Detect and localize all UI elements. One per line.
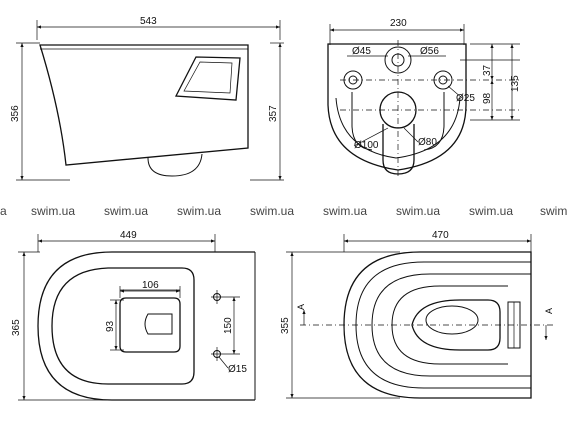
side-bowl-outline <box>39 44 249 166</box>
section-mark-right: A <box>544 308 554 314</box>
rear-dia-100: Ø100 <box>354 140 379 151</box>
bottom-view: 470 355 A A <box>280 230 555 399</box>
top-opening-width-label: 106 <box>142 280 159 291</box>
rear-dia-25: Ø25 <box>456 93 475 104</box>
side-height-left-label: 356 <box>10 105 21 122</box>
side-rim-opening <box>174 56 241 101</box>
rear-dim-135: 135 <box>510 75 521 92</box>
rear-dia-56: Ø56 <box>420 46 439 57</box>
section-mark-left: A <box>296 304 306 310</box>
watermark-item: swim.ua <box>396 204 440 218</box>
side-height-right-label: 357 <box>268 105 279 122</box>
rear-view: 230 37 98 135 Ø45 Ø56 <box>327 18 521 178</box>
rear-inlet-outer <box>384 46 412 74</box>
top-holes-spacing-label: 150 <box>223 317 234 334</box>
watermark-item: a <box>0 204 7 218</box>
watermark-item: swim.ua <box>323 204 367 218</box>
top-width-label: 449 <box>120 230 137 241</box>
top-bowl-outer <box>37 251 255 401</box>
top-height-label: 365 <box>11 319 22 336</box>
watermark-item: swim.ua <box>31 204 75 218</box>
side-view: 543 356 357 <box>10 16 284 181</box>
watermark-item: swim.ua <box>177 204 221 218</box>
side-width-label: 543 <box>140 16 157 27</box>
bottom-width-label: 470 <box>432 230 449 241</box>
top-bowl-inner <box>51 267 195 385</box>
watermark-item: swim.ua <box>469 204 513 218</box>
rear-dim-37: 37 <box>482 64 493 76</box>
bottom-height-label: 355 <box>280 317 291 334</box>
top-opening <box>119 297 181 353</box>
rear-dim-98: 98 <box>482 92 493 104</box>
bottom-outlet <box>411 299 501 351</box>
top-hole-dia-label: Ø15 <box>228 364 247 375</box>
rear-dia-45: Ø45 <box>352 46 371 57</box>
watermark-item: swim <box>540 204 567 218</box>
watermark-item: swim.ua <box>104 204 148 218</box>
watermark-item: swim.ua <box>250 204 294 218</box>
watermark-row: a swim.ua swim.ua swim.ua swim.ua swim.u… <box>0 204 567 218</box>
rear-width-label: 230 <box>390 18 407 29</box>
top-view: 449 365 106 93 150 Ø15 <box>11 230 256 401</box>
rear-body-outline <box>327 43 467 171</box>
top-opening-height-label: 93 <box>105 320 116 332</box>
rear-dia-80: Ø80 <box>418 137 437 148</box>
